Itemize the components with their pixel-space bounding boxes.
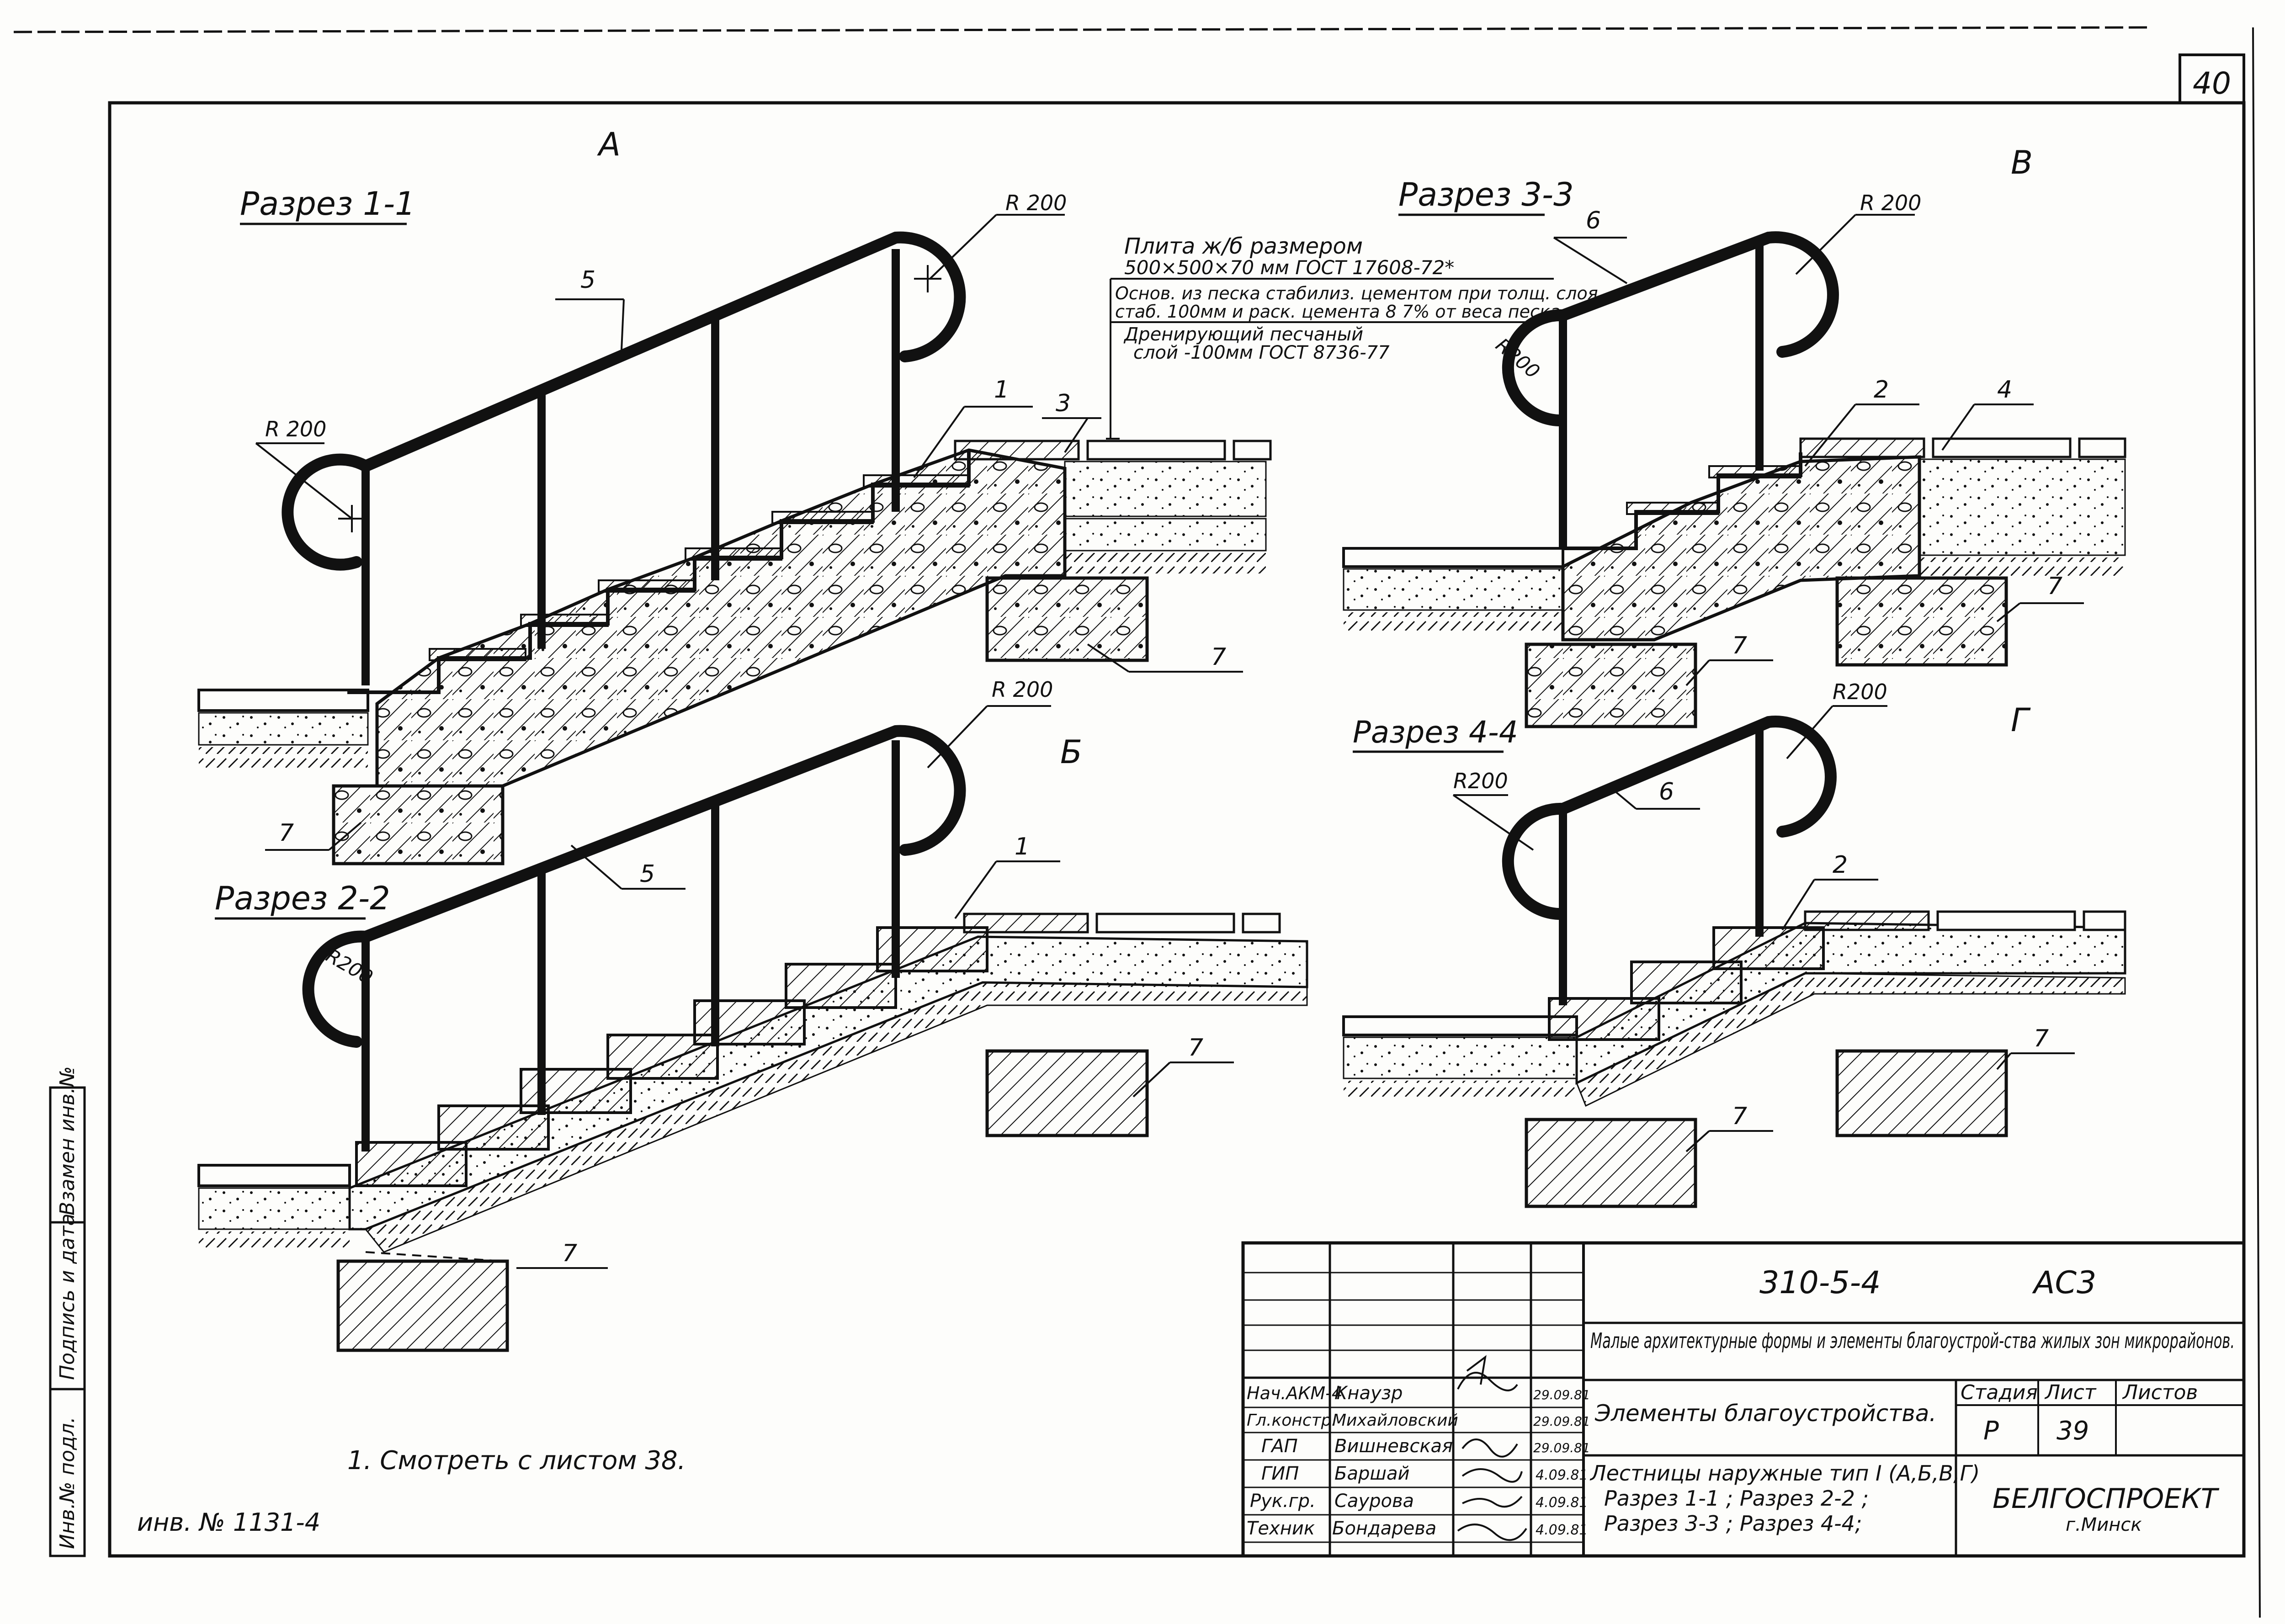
radius-label-tight: R200	[1453, 769, 1508, 793]
staff-role: Гл.констр.	[1247, 1411, 1337, 1430]
note-line-5: Дренирующий песчаный	[1123, 324, 1363, 345]
callout-2: 2	[1874, 376, 1889, 403]
side-stamp: Взамен инв.№ Подпись и дата Инв.№ подл.	[49, 1066, 86, 1557]
document-code: 310-5-4	[1759, 1265, 1881, 1301]
sheet-header: Лист	[2044, 1381, 2097, 1404]
foundation-block	[1835, 1049, 2008, 1137]
city: г.Минск	[2066, 1514, 2142, 1535]
staff-role: Рук.гр.	[1250, 1491, 1316, 1512]
foundation-block	[1835, 576, 2008, 667]
note-line-4: стаб. 100мм и раск. цемента 8 7% от веса…	[1115, 302, 1561, 322]
staff-role: Нач.АКМ-4	[1247, 1383, 1343, 1403]
footnote: 1. Смотреть с листом 38.	[347, 1446, 686, 1475]
view-letter-g: Г	[2011, 701, 2031, 739]
stamp-signature-date: Подпись и дата	[56, 1214, 79, 1380]
callout-7: 7	[1732, 632, 1747, 659]
callout-6: 6	[1586, 207, 1601, 234]
view-letter-v: В	[2011, 144, 2033, 181]
material-note: Плита ж/б размером 500×500×70 мм ГОСТ 17…	[1106, 234, 1598, 440]
staff-name: Вишневская	[1334, 1436, 1453, 1457]
callout-7: 7	[1188, 1034, 1203, 1061]
callout-7: 7	[2034, 1025, 2049, 1052]
note-line-3: Основ. из песка стабилиз. цементом при т…	[1115, 283, 1598, 303]
callout-7: 7	[1732, 1103, 1747, 1130]
organization: БЕЛГОСПРОЕКТ	[1993, 1483, 2220, 1515]
staff-date: 4.09.81	[1536, 1522, 1588, 1538]
foundation-block	[985, 1049, 1149, 1137]
staff-role: ГАП	[1261, 1436, 1298, 1457]
callout-3: 3	[1056, 390, 1071, 417]
drawing-frame	[108, 101, 2246, 1558]
note-line-6: слой -100мм ГОСТ 8736-77	[1133, 342, 1390, 363]
callout-6: 6	[1659, 778, 1674, 806]
callout-1: 1	[994, 376, 1009, 403]
radius-label-tight: R200	[1833, 679, 1887, 704]
section-2-2: Б Разрез 2-2 R 200 R200 5	[197, 677, 1308, 1352]
foundation-block	[336, 1259, 509, 1352]
callout-7: 7	[1211, 643, 1226, 671]
view-letter-b: Б	[1060, 733, 1082, 771]
callout-5: 5	[580, 266, 595, 294]
stage-value: Р	[1983, 1416, 1999, 1446]
stamp-replace: Взамен инв.№	[56, 1066, 79, 1215]
radius-label: R 200	[265, 417, 326, 441]
sheet-title-line-3: Разрез 3-3 ; Разрез 4-4;	[1604, 1511, 1862, 1536]
page-number: 40	[2193, 66, 2231, 101]
staff-rows: Нач.АКМ-4 Кнаузр 29.09.81 Гл.констр. Мих…	[1247, 1383, 1590, 1539]
staff-date: 4.09.81	[1536, 1467, 1588, 1483]
callout-5: 5	[640, 860, 655, 888]
stage-header: Стадия	[1961, 1381, 2038, 1404]
foundation-block	[985, 576, 1149, 662]
sheet-title-line-2: Разрез 1-1 ; Разрез 2-2 ;	[1604, 1486, 1869, 1511]
note-line-1: Плита ж/б размером	[1124, 234, 1363, 259]
callout-2: 2	[1833, 851, 1848, 879]
section-3-3: В Разрез 3-3 R 200 R200 6 2 4 7	[1342, 144, 2126, 728]
sheet-value: 39	[2056, 1416, 2089, 1446]
page-number-box	[2179, 53, 2245, 104]
staff-name: Саурова	[1334, 1491, 1414, 1512]
section-name: Элементы благоустройства.	[1594, 1400, 1936, 1427]
title-block	[1241, 1241, 2246, 1558]
foundation-block	[332, 784, 505, 865]
sheets-header: Листов	[2122, 1381, 2198, 1404]
section-1-1: А Разрез 1-1	[197, 126, 1272, 865]
staff-date: 29.09.81	[1533, 1387, 1590, 1402]
signatures	[1457, 1355, 1527, 1541]
section-title-4-4: Разрез 4-4	[1353, 715, 1518, 750]
foundation-block	[1525, 642, 1697, 728]
section-title-1-1: Разрез 1-1	[240, 185, 415, 223]
foundation-block	[1525, 1118, 1697, 1208]
staff-date: 29.09.81	[1533, 1414, 1590, 1429]
staff-name: Кнаузр	[1334, 1383, 1403, 1404]
document-mark: АС3	[2032, 1265, 2096, 1301]
stamp-original: Инв.№ подл.	[56, 1417, 79, 1549]
staff-role: ГИП	[1261, 1463, 1299, 1484]
inventory-number: инв. № 1131-4	[137, 1508, 320, 1537]
staff-role: Техник	[1247, 1518, 1315, 1539]
section-title-2-2: Разрез 2-2	[215, 880, 390, 917]
staff-date: 4.09.81	[1536, 1495, 1588, 1511]
section-4-4: Г Разрез 4-4 R200 R200 6 2 7 7	[1342, 679, 2126, 1208]
staff-name: Бондарева	[1332, 1518, 1436, 1539]
view-letter-a: А	[597, 126, 621, 163]
callout-7: 7	[2047, 573, 2062, 600]
staff-name: Баршай	[1334, 1463, 1409, 1484]
callout-1: 1	[1015, 833, 1030, 860]
staff-date: 29.09.81	[1533, 1440, 1590, 1455]
radius-label: R 200	[992, 677, 1053, 702]
staff-name: Михайловский	[1332, 1411, 1458, 1430]
section-title-3-3: Разрез 3-3	[1398, 176, 1574, 213]
radius-label: R 200	[1860, 191, 1921, 215]
sheet-title-line-1: Лестницы наружные тип I (А,Б,В,Г)	[1589, 1461, 1980, 1486]
document-subject: Малые архитектурные формы и элементы бла…	[1590, 1328, 2235, 1353]
note-line-2: 500×500×70 мм ГОСТ 17608-72*	[1124, 256, 1454, 279]
callout-4: 4	[1997, 376, 2012, 403]
callout-7: 7	[279, 819, 294, 847]
callout-7: 7	[562, 1240, 577, 1267]
radius-label: R 200	[1005, 191, 1067, 215]
